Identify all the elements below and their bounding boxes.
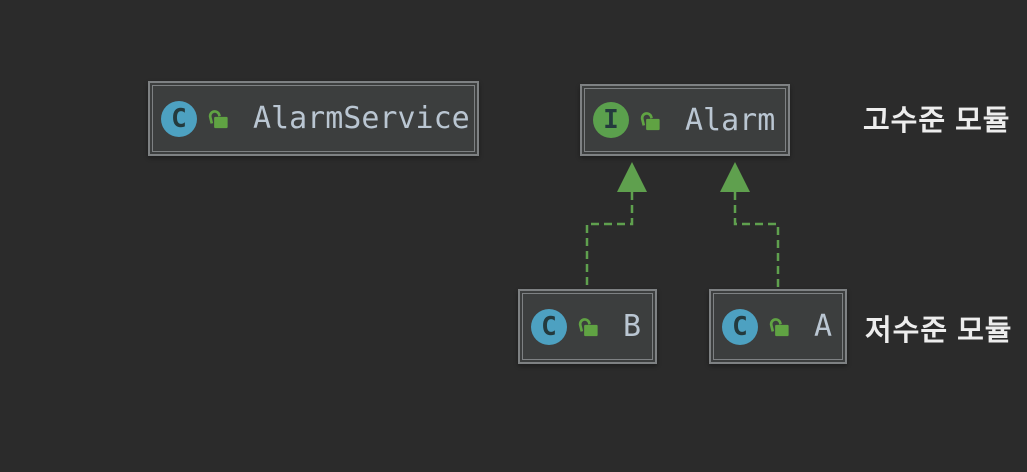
interface-icon: I <box>593 102 629 138</box>
implements-edge-a-to-alarm[interactable] <box>720 162 780 289</box>
annotation-low-level-module: 저수준 모듈 <box>865 315 1013 347</box>
node-label: AlarmService <box>253 101 470 136</box>
node-class-b[interactable]: C B <box>518 289 657 364</box>
unlocked-icon <box>640 111 660 130</box>
arrowhead-icon <box>720 162 750 192</box>
arrowhead-icon <box>617 162 647 192</box>
class-icon: C <box>531 308 567 345</box>
unlocked-icon <box>769 318 789 337</box>
node-class-a[interactable]: C A <box>709 289 847 364</box>
node-label: Alarm <box>685 102 776 138</box>
node-label: B <box>623 309 642 344</box>
unlocked-icon <box>578 318 598 337</box>
node-interface-alarm[interactable]: I Alarm <box>580 84 790 156</box>
implements-edge-b-to-alarm[interactable] <box>585 162 647 289</box>
node-label: A <box>814 309 833 344</box>
node-body: I Alarm <box>584 88 786 152</box>
node-body: C B <box>522 293 653 360</box>
annotation-high-level-module: 고수준 모듈 <box>863 105 1011 137</box>
class-icon: C <box>722 308 758 345</box>
node-body: C A <box>713 293 843 360</box>
unlocked-icon <box>208 110 228 129</box>
node-class-alarmservice[interactable]: C AlarmService <box>148 81 479 156</box>
node-body: C AlarmService <box>152 85 475 152</box>
class-icon: C <box>161 100 197 137</box>
